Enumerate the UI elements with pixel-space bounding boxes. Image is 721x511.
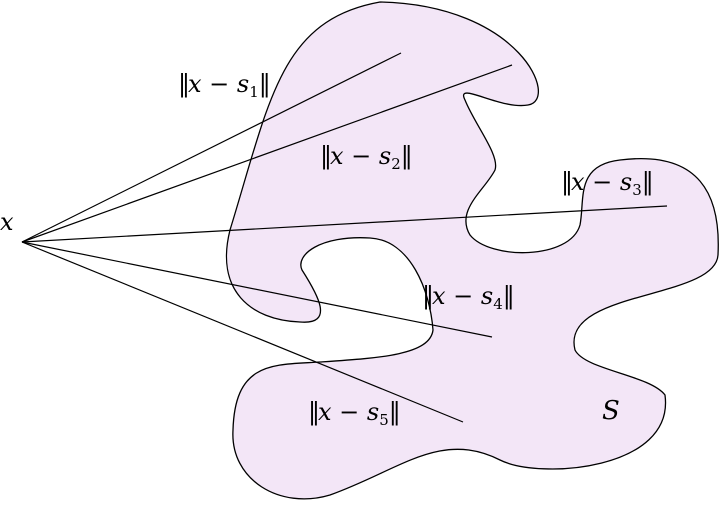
distance-label-3: ‖x − s3‖ xyxy=(561,168,654,199)
point-label-x: x xyxy=(0,208,14,236)
distance-line-3 xyxy=(21,205,668,243)
distance-label-1: ‖x − s1‖ xyxy=(178,70,271,101)
distance-label-4: ‖x − s4‖ xyxy=(422,282,515,313)
distance-line-2 xyxy=(21,64,513,243)
distance-line-1 xyxy=(21,52,402,243)
distance-line-4 xyxy=(21,241,493,338)
distance-label-5: ‖x − s5‖ xyxy=(308,398,401,429)
distance-line-5 xyxy=(21,241,464,423)
distance-lines xyxy=(21,52,668,423)
set-label: S xyxy=(602,396,620,426)
distance-label-2: ‖x − s2‖ xyxy=(320,142,413,173)
set-region xyxy=(225,1,719,500)
